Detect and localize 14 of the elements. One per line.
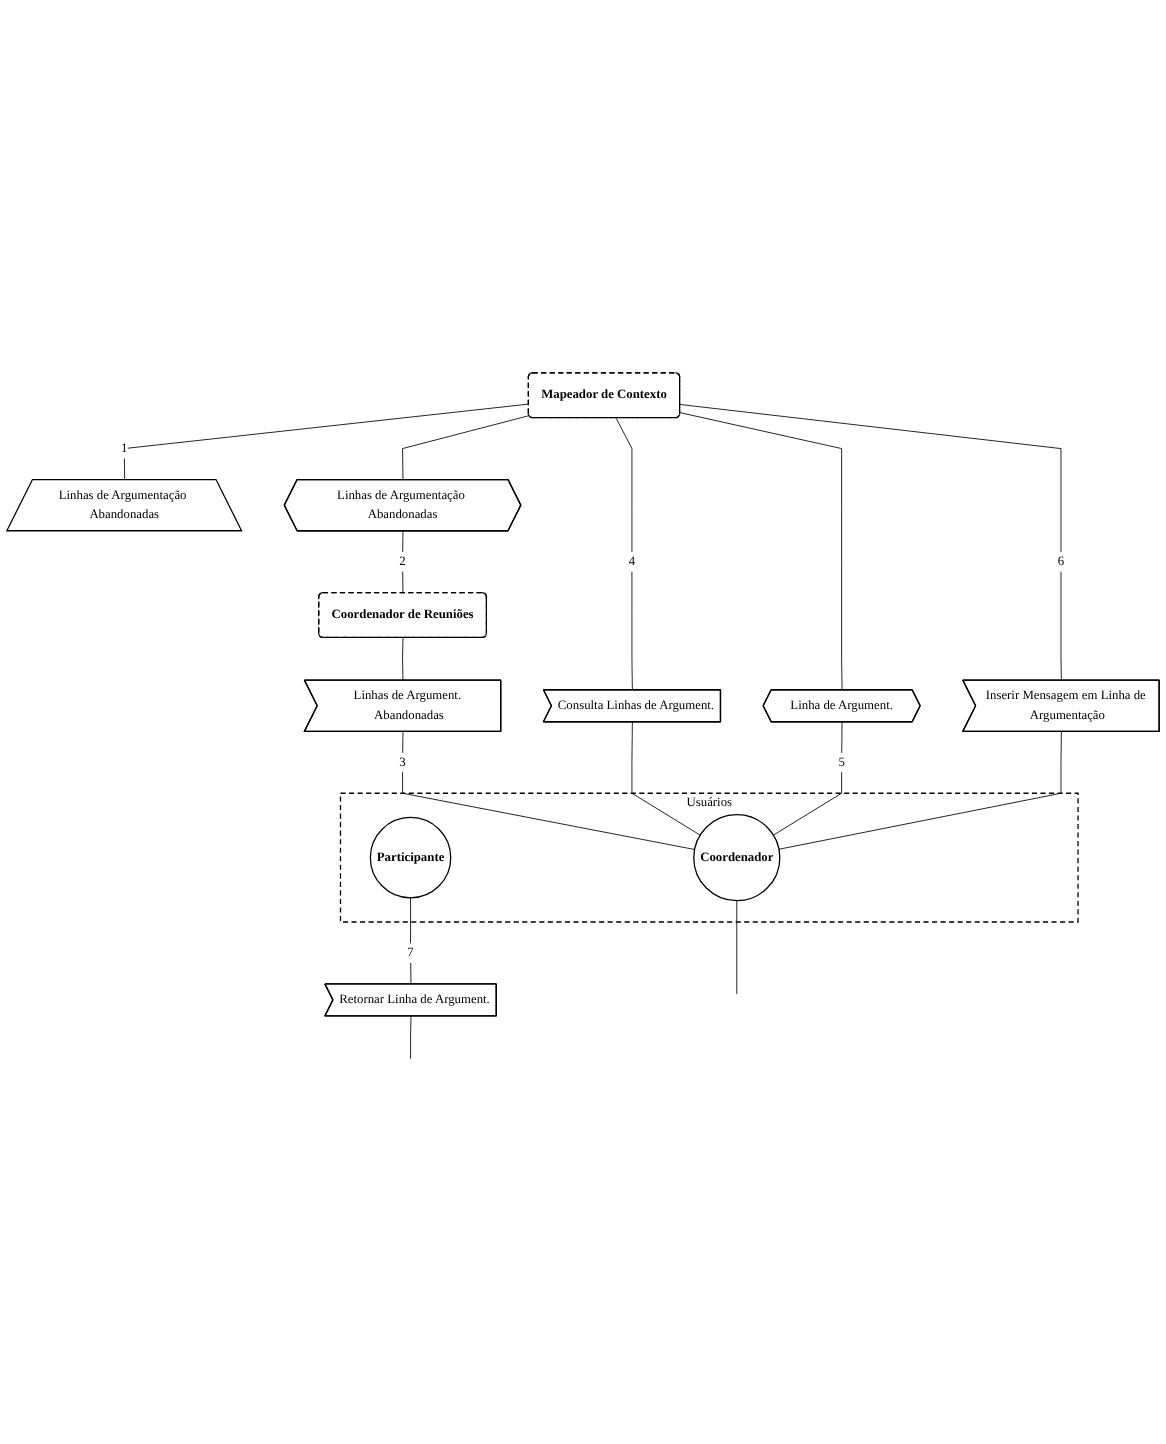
connector xyxy=(631,722,701,836)
connector xyxy=(402,531,404,594)
connector xyxy=(679,404,1062,682)
connector xyxy=(410,1016,412,1060)
connector xyxy=(773,722,843,836)
connector xyxy=(402,415,530,481)
connector xyxy=(123,403,530,481)
connector xyxy=(615,417,633,691)
connector xyxy=(679,412,843,691)
connector xyxy=(410,897,412,986)
connector xyxy=(736,900,738,995)
connector xyxy=(402,637,404,682)
connector xyxy=(778,731,1062,850)
connector xyxy=(402,731,695,851)
